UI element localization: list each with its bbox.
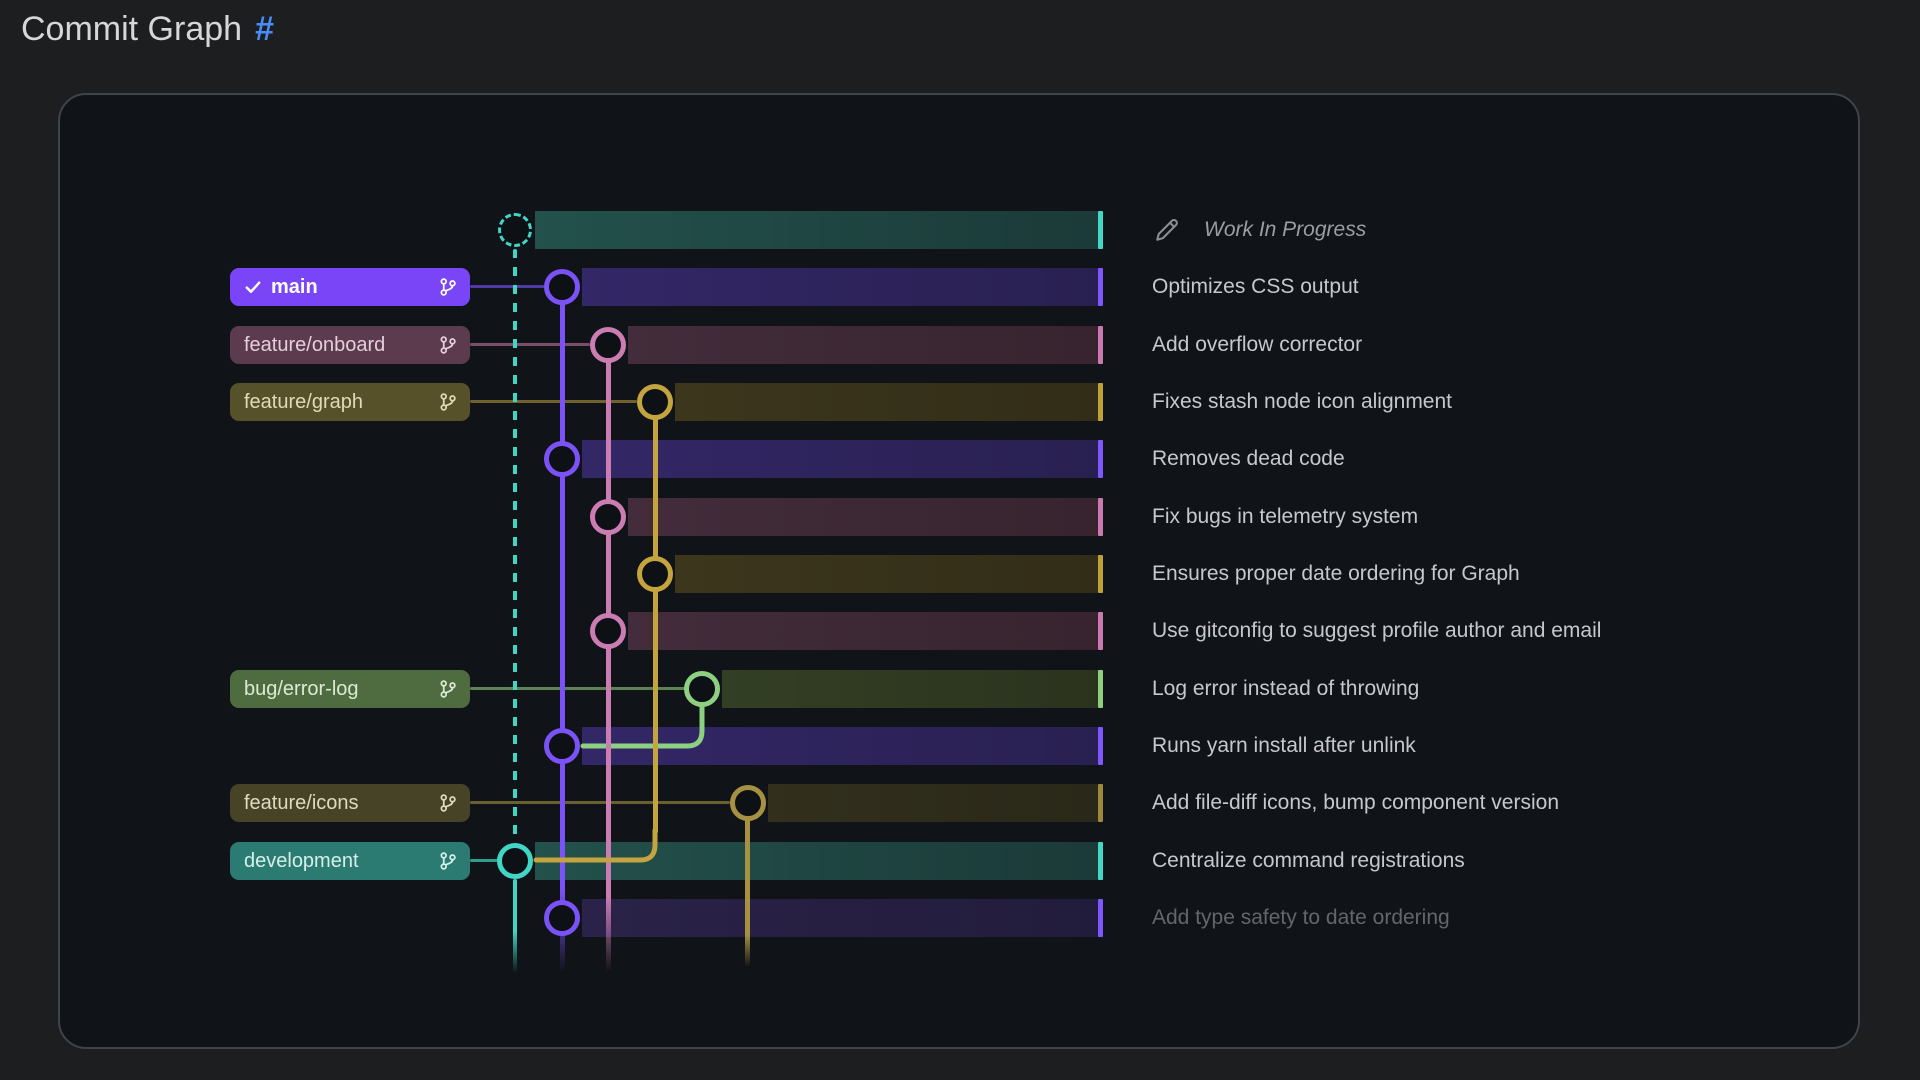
commit-row-bar[interactable] xyxy=(722,670,1098,708)
commit-node[interactable] xyxy=(544,441,580,477)
commit-message-text: Optimizes CSS output xyxy=(1152,275,1359,298)
commit-message[interactable]: Add overflow corrector xyxy=(1152,326,1362,364)
git-branch-icon xyxy=(438,793,458,813)
commit-row-cap xyxy=(1098,211,1103,249)
commit-message[interactable]: Work In Progress xyxy=(1152,211,1366,249)
commit-row-cap xyxy=(1098,727,1103,765)
git-branch-icon xyxy=(438,679,458,699)
heading-anchor-link[interactable]: # xyxy=(255,10,274,48)
branch-label-feature-icons[interactable]: feature/icons xyxy=(230,784,470,822)
commit-row-cap xyxy=(1098,555,1103,593)
commit-row-cap xyxy=(1098,670,1103,708)
commit-message[interactable]: Log error instead of throwing xyxy=(1152,670,1419,708)
commit-row-bar[interactable] xyxy=(768,784,1098,822)
commit-row-cap xyxy=(1098,784,1103,822)
commit-node[interactable] xyxy=(544,269,580,305)
commit-node[interactable] xyxy=(590,613,626,649)
wip-node[interactable] xyxy=(498,213,532,247)
branch-label-bug-error-log[interactable]: bug/error-log xyxy=(230,670,470,708)
commit-node[interactable] xyxy=(590,499,626,535)
commit-message-text: Add overflow corrector xyxy=(1152,333,1363,356)
commit-message-text: Fixes stash node icon alignment xyxy=(1152,390,1452,413)
commit-row-bar[interactable] xyxy=(628,326,1098,364)
commit-message[interactable]: Optimizes CSS output xyxy=(1152,268,1359,306)
commit-row-bar[interactable] xyxy=(675,383,1098,421)
commit-row-bar[interactable] xyxy=(582,440,1098,478)
lane-feature-icons xyxy=(745,803,750,967)
commit-message[interactable]: Removes dead code xyxy=(1152,440,1345,478)
commit-node[interactable] xyxy=(544,728,580,764)
commit-message-text: Log error instead of throwing xyxy=(1152,677,1420,700)
page-title-text: Commit Graph xyxy=(21,10,243,48)
commit-row-bar[interactable] xyxy=(582,268,1098,306)
branch-label-main[interactable]: main xyxy=(230,268,470,306)
commit-node[interactable] xyxy=(637,384,673,420)
commit-row-bar[interactable] xyxy=(535,211,1098,249)
commit-message[interactable]: Fixes stash node icon alignment xyxy=(1152,383,1452,421)
feature-graph-merge-path xyxy=(533,827,658,863)
commit-row-cap xyxy=(1098,842,1103,880)
commit-message-text: Add file-diff icons, bump component vers… xyxy=(1152,791,1559,814)
commit-message[interactable]: Runs yarn install after unlink xyxy=(1152,727,1416,765)
commit-row-cap xyxy=(1098,268,1103,306)
git-branch-icon xyxy=(438,335,458,355)
commit-node[interactable] xyxy=(544,900,580,936)
commit-message-text: Work In Progress xyxy=(1204,218,1367,241)
lane-feature-graph xyxy=(653,402,658,834)
branch-connector-line xyxy=(470,801,730,804)
commit-message-text: Runs yarn install after unlink xyxy=(1152,734,1416,757)
commit-message-text: Use gitconfig to suggest profile author … xyxy=(1152,619,1602,642)
branch-connector-line xyxy=(470,687,685,690)
commit-row-bar[interactable] xyxy=(582,899,1098,937)
commit-message-text: Centralize command registrations xyxy=(1152,849,1465,872)
branch-connector-line xyxy=(470,859,498,862)
commit-row-cap xyxy=(1098,383,1103,421)
bug-error-log-merge-path xyxy=(580,701,705,749)
commit-row-cap xyxy=(1098,326,1103,364)
commit-message-text: Add type safety to date ordering xyxy=(1152,906,1450,929)
branch-label-feature-onboard[interactable]: feature/onboard xyxy=(230,326,470,364)
commit-message[interactable]: Fix bugs in telemetry system xyxy=(1152,498,1418,536)
commit-row-bar[interactable] xyxy=(628,498,1098,536)
commit-message[interactable]: Use gitconfig to suggest profile author … xyxy=(1152,612,1601,650)
git-branch-icon xyxy=(438,277,458,297)
branch-label-feature-graph[interactable]: feature/graph xyxy=(230,383,470,421)
pencil-icon xyxy=(1152,215,1182,245)
commit-row-cap xyxy=(1098,440,1103,478)
commit-row-cap xyxy=(1098,899,1103,937)
commit-message[interactable]: Ensures proper date ordering for Graph xyxy=(1152,555,1520,593)
commit-node[interactable] xyxy=(637,556,673,592)
commit-row-bar[interactable] xyxy=(675,555,1098,593)
branch-label-development[interactable]: development xyxy=(230,842,470,880)
commit-node[interactable] xyxy=(590,327,626,363)
page-title: Commit Graph # xyxy=(21,10,274,49)
commit-node[interactable] xyxy=(497,843,533,879)
commit-row-cap xyxy=(1098,612,1103,650)
commit-node[interactable] xyxy=(684,671,720,707)
git-branch-icon xyxy=(438,851,458,871)
commit-row-cap xyxy=(1098,498,1103,536)
commit-message-text: Removes dead code xyxy=(1152,447,1345,470)
lane-feature-onboard xyxy=(606,345,611,972)
commit-node[interactable] xyxy=(730,785,766,821)
commit-message[interactable]: Add file-diff icons, bump component vers… xyxy=(1152,784,1559,822)
commit-message[interactable]: Centralize command registrations xyxy=(1152,842,1465,880)
branch-connector-line xyxy=(470,400,637,403)
check-icon xyxy=(244,278,262,296)
lane-wip-dashed xyxy=(513,249,517,842)
commit-row-bar[interactable] xyxy=(628,612,1098,650)
commit-message-text: Fix bugs in telemetry system xyxy=(1152,505,1419,528)
branch-connector-line xyxy=(470,343,590,346)
lane-main xyxy=(560,288,565,972)
git-branch-icon xyxy=(438,392,458,412)
commit-message-text: Ensures proper date ordering for Graph xyxy=(1152,562,1520,585)
branch-connector-line xyxy=(470,285,545,288)
lane-development-tail xyxy=(513,879,517,973)
commit-message[interactable]: Add type safety to date ordering xyxy=(1152,899,1450,937)
